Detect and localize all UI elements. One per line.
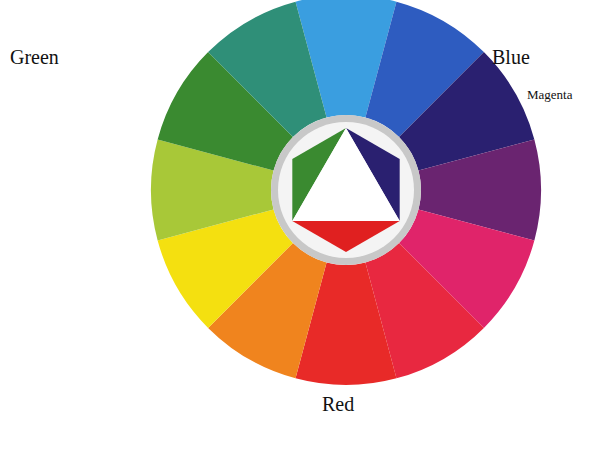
- color-label: Magenta: [527, 88, 572, 102]
- wheel-segments: [151, 0, 541, 385]
- color-label: Blue: [492, 46, 530, 68]
- color-label: Red: [322, 393, 354, 415]
- color-label: Green: [10, 46, 59, 68]
